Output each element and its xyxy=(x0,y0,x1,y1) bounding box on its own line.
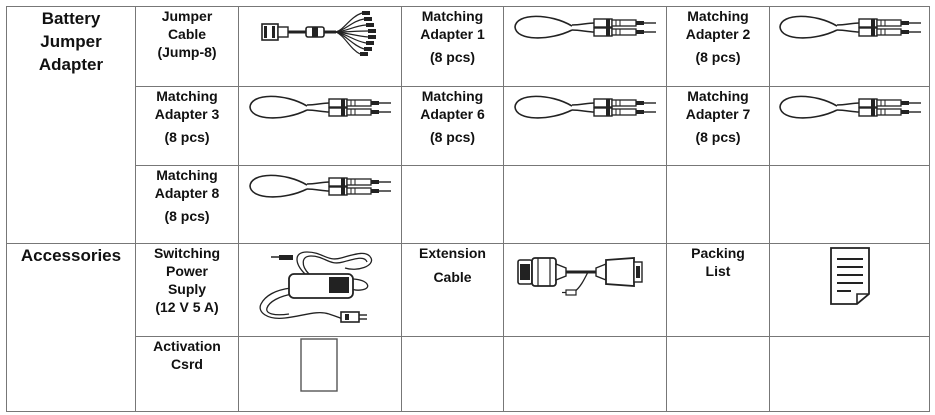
packing-list-label: Packing List xyxy=(666,243,770,337)
matching-adapter-3-image xyxy=(238,86,402,166)
empty-cell xyxy=(401,336,504,412)
jumper-cable-icon xyxy=(261,11,376,56)
empty-cell xyxy=(401,165,504,244)
matching-adapter-1-image xyxy=(503,6,667,87)
extension-cable-label: Extension Cable xyxy=(401,243,504,337)
extension-cable-icon xyxy=(517,257,643,296)
matching-adapter-8-image xyxy=(238,165,402,244)
jumper-cable-label: Jumper Cable (Jump-8) xyxy=(135,6,239,87)
adapter-cable-icon xyxy=(510,7,660,47)
switching-power-supply-label: Switching Power Suply (12 V 5 A) xyxy=(135,243,239,337)
extension-cable-image xyxy=(503,243,667,337)
activation-card-label: Activation Csrd xyxy=(135,336,239,412)
matching-adapter-7-image xyxy=(769,86,930,166)
empty-cell xyxy=(769,336,930,412)
empty-cell xyxy=(503,165,667,244)
empty-cell xyxy=(769,165,930,244)
switching-power-supply-image xyxy=(238,243,402,337)
empty-cell xyxy=(503,336,667,412)
matching-adapter-6-label: Matching Adapter 6 (8 pcs) xyxy=(401,86,504,166)
adapter-cable-icon xyxy=(510,87,660,127)
adapter-cable-icon xyxy=(775,7,925,47)
packing-list-image xyxy=(769,243,930,337)
matching-adapter-1-label: Matching Adapter 1 (8 pcs) xyxy=(401,6,504,87)
adapter-cable-icon xyxy=(245,166,395,206)
empty-cell xyxy=(666,165,770,244)
empty-cell xyxy=(666,336,770,412)
matching-adapter-7-label: Matching Adapter 7 (8 pcs) xyxy=(666,86,770,166)
matching-adapter-8-label: Matching Adapter 8 (8 pcs) xyxy=(135,165,239,244)
parts-list-table: Battery Jumper Adapter Jumper Cable (Jum… xyxy=(6,6,930,412)
jumper-cable-image xyxy=(238,6,402,87)
activation-card-image xyxy=(238,336,402,412)
matching-adapter-3-label: Matching Adapter 3 (8 pcs) xyxy=(135,86,239,166)
adapter-cable-icon xyxy=(245,87,395,127)
card-icon xyxy=(300,338,338,392)
matching-adapter-2-image xyxy=(769,6,930,87)
accessories-category: Accessories xyxy=(6,243,136,412)
document-icon xyxy=(829,247,870,305)
power-supply-icon xyxy=(259,251,373,323)
matching-adapter-2-label: Matching Adapter 2 (8 pcs) xyxy=(666,6,770,87)
matching-adapter-6-image xyxy=(503,86,667,166)
battery-jumper-adapter-category: Battery Jumper Adapter xyxy=(6,6,136,244)
adapter-cable-icon xyxy=(775,87,925,127)
